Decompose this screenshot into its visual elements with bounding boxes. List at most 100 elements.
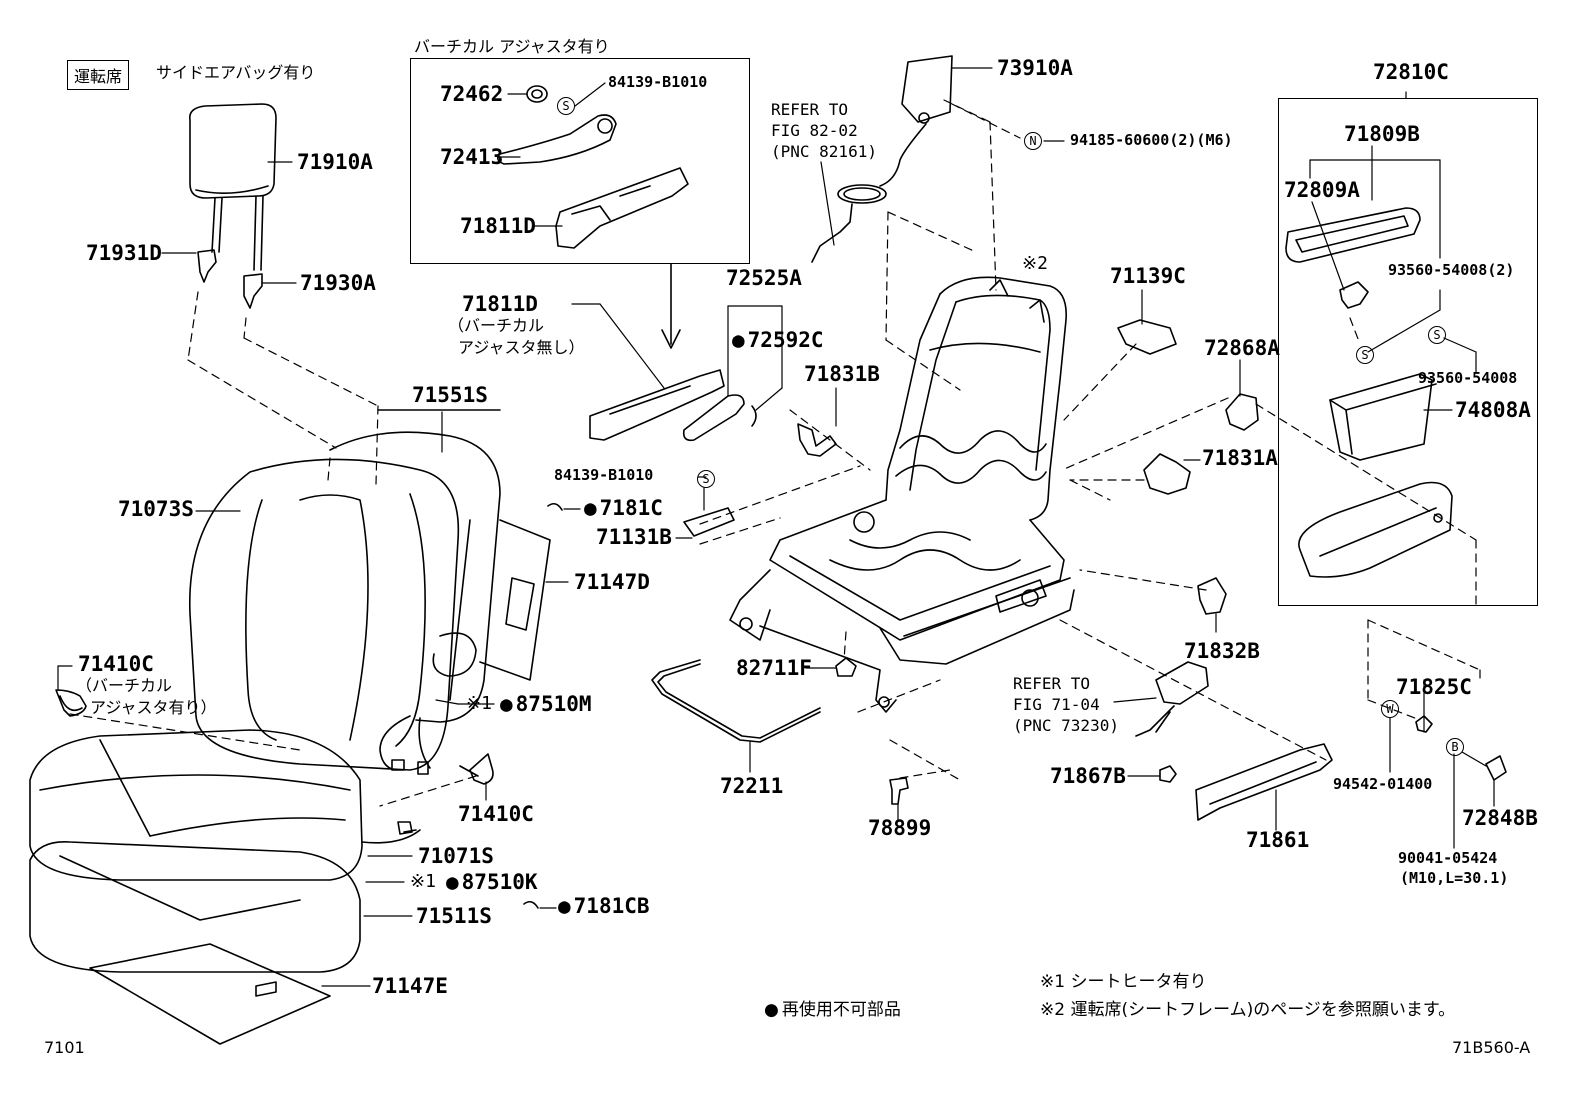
part-72211[interactable]: 72211: [720, 774, 784, 798]
wire-72211-drawing: [651, 659, 821, 743]
refer-fig-71-04[interactable]: REFER TO FIG 71-04 (PNC 73230): [1013, 674, 1119, 736]
part-71073S[interactable]: 71073S: [118, 497, 194, 521]
refer-82-line3: (PNC 82161): [771, 141, 877, 161]
part-71811D-note-1: （バーチカル: [448, 316, 545, 335]
part-71825C[interactable]: 71825C: [1396, 675, 1472, 699]
part-94542-01400[interactable]: 94542-01400: [1333, 775, 1433, 793]
seatback-pad-drawing: [329, 409, 501, 723]
part-87510M[interactable]: 87510M: [500, 694, 592, 715]
refer-82-line2: FIG 82-02: [771, 120, 858, 140]
solid-leaders: [57, 67, 1495, 987]
symbol-s-mid: S: [697, 470, 715, 488]
vertical-adjuster-title: バーチカル アジャスタ有り: [414, 37, 610, 56]
seat-frame-drawing: [729, 276, 1075, 713]
part-78899[interactable]: 78899: [868, 816, 932, 840]
part-71910A[interactable]: 71910A: [297, 150, 373, 174]
refer-fig-82-02[interactable]: REFER TO FIG 82-02 (PNC 82161): [771, 100, 877, 162]
clip-7181C-drawing: [547, 502, 563, 511]
part-72413[interactable]: 72413: [440, 145, 504, 169]
part-71511S[interactable]: 71511S: [416, 904, 492, 928]
headrest-drawing: [188, 103, 277, 309]
part-71551S[interactable]: 71551S: [412, 383, 488, 407]
part-71131B[interactable]: 71131B: [596, 525, 672, 549]
seatback-harness: [379, 715, 431, 775]
side-trim-drawing: [589, 369, 725, 441]
part-7181CB[interactable]: 7181CB: [558, 896, 650, 917]
dashed-leaders: [69, 99, 1481, 807]
clip-72848B-drawing: [1485, 755, 1507, 781]
bracket-72868A-drawing: [1225, 393, 1259, 431]
symbol-s-adjuster: S: [557, 97, 575, 115]
part-84139-B1010-top[interactable]: 84139-B1010: [608, 73, 708, 91]
part-71811D[interactable]: 71811D: [462, 292, 538, 316]
seatback-cover-drawing: [188, 458, 460, 771]
part-93560-54008-2[interactable]: 93560-54008(2): [1388, 261, 1515, 279]
storage-tray-box-72810C: [1278, 98, 1538, 606]
part-71139C[interactable]: 71139C: [1110, 264, 1186, 288]
fastener-71410C-drawing: [459, 753, 494, 785]
driver-seat-tag: 運転席: [67, 60, 130, 90]
part-71831B[interactable]: 71831B: [804, 362, 880, 386]
part-71410C-note-2: アジャスタ有り）: [90, 698, 217, 717]
part-71861[interactable]: 71861: [1246, 828, 1310, 852]
part-71811D-note-2: アジャスタ無し）: [458, 338, 585, 357]
refer-71-line3: (PNC 73230): [1013, 715, 1119, 735]
symbol-w: W: [1381, 700, 1399, 718]
wire-72211-drawing-2: [657, 663, 821, 739]
seatback-board-drawing: [479, 519, 551, 681]
part-71931D[interactable]: 71931D: [86, 241, 162, 265]
part-71147D[interactable]: 71147D: [574, 570, 650, 594]
lever-drawing: [682, 394, 757, 442]
part-71930A[interactable]: 71930A: [300, 271, 376, 295]
vertical-adjuster-parts: [496, 85, 689, 249]
side-airbag-note: サイドエアバッグ有り: [156, 63, 316, 82]
bracket-71832B-drawing: [1197, 577, 1227, 615]
part-71809B[interactable]: 71809B: [1344, 122, 1420, 146]
fastener-71410C-top-drawing: [55, 689, 87, 717]
part-72848B[interactable]: 72848B: [1462, 806, 1538, 830]
part-94185-60600[interactable]: 94185-60600(2)(M6): [1070, 131, 1233, 149]
part-93560-54008[interactable]: 93560-54008: [1418, 369, 1518, 387]
part-72810C[interactable]: 72810C: [1373, 60, 1449, 84]
legend-note-1: ※1 シートヒータ有り: [1040, 972, 1207, 992]
part-71410C-note-1: （バーチカル: [76, 676, 173, 695]
part-71831A[interactable]: 71831A: [1202, 446, 1278, 470]
part-82711F[interactable]: 82711F: [736, 656, 812, 680]
part-73910A[interactable]: 73910A: [997, 56, 1073, 80]
clip-7181CB-drawing: [523, 900, 539, 909]
symbol-s-tray-lower: S: [1356, 346, 1374, 364]
part-71410C[interactable]: 71410C: [458, 802, 534, 826]
mark-1-87510M: ※1: [466, 693, 492, 714]
part-72525A[interactable]: 72525A: [726, 266, 802, 290]
cushion-harness: [361, 821, 421, 844]
part-71071S[interactable]: 71071S: [418, 844, 494, 868]
part-90041-note: (M10,L=30.1): [1400, 869, 1509, 887]
footer-right-code: 71B560-A: [1452, 1038, 1531, 1057]
part-74808A[interactable]: 74808A: [1455, 398, 1531, 422]
part-7181C[interactable]: 7181C: [584, 498, 663, 519]
refer-71-line2: FIG 71-04: [1013, 694, 1100, 714]
part-71811D-top[interactable]: 71811D: [460, 214, 536, 238]
vertical-adjuster-box: [410, 58, 750, 264]
refer-71-line1: REFER TO: [1013, 674, 1091, 693]
nut-71867B-drawing: [1159, 765, 1177, 783]
part-71832B[interactable]: 71832B: [1184, 639, 1260, 663]
legend-non-reusable: 再使用不可部品: [764, 1000, 901, 1020]
part-90041-05424[interactable]: 90041-05424: [1398, 849, 1498, 867]
part-84139-B1010-mid[interactable]: 84139-B1010: [554, 466, 654, 484]
bracket-71131B-drawing: [683, 507, 735, 537]
part-71147E[interactable]: 71147E: [372, 974, 448, 998]
part-72592C[interactable]: 72592C: [732, 330, 824, 351]
part-72809A[interactable]: 72809A: [1284, 178, 1360, 202]
part-72868A[interactable]: 72868A: [1204, 336, 1280, 360]
part-71867B[interactable]: 71867B: [1050, 764, 1126, 788]
footer-left-code: 7101: [44, 1038, 85, 1057]
part-87510K[interactable]: 87510K: [446, 872, 538, 893]
adjuster-arrow-head: [661, 329, 681, 349]
part-71410C-top[interactable]: 71410C: [78, 652, 154, 676]
part-72462[interactable]: 72462: [440, 82, 504, 106]
symbol-n: N: [1024, 132, 1042, 150]
cushion-cover-drawing: [29, 729, 363, 881]
